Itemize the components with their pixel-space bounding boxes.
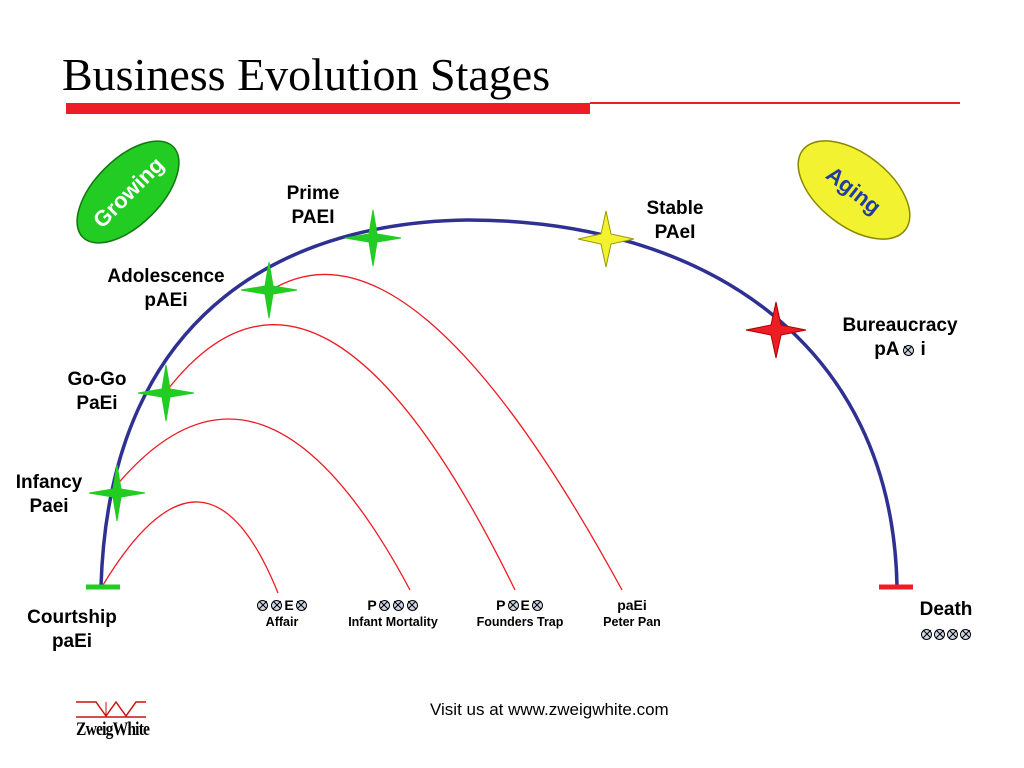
stage-bureaucracy-label: Bureaucracy pA i (827, 314, 973, 362)
stage-gogo-name: Go-Go (67, 369, 127, 390)
crossed-circle-icon (934, 628, 945, 640)
crossed-circle-icon (507, 599, 519, 611)
founders-trap-code-p: P (496, 597, 506, 613)
stage-prime-code: PAEI (291, 207, 335, 228)
stage-infancy-code: Paei (29, 496, 69, 517)
bureaucracy-star-icon (745, 301, 807, 359)
aging-badge: Aging (797, 140, 911, 240)
stage-prime-name: Prime (286, 183, 340, 204)
stage-bureaucracy-name: Bureaucracy (842, 315, 958, 336)
stage-adolescence-name: Adolescence (107, 266, 225, 287)
affair-curve (102, 501, 279, 594)
infant-mortality-name: Infant Mortality (348, 615, 438, 629)
crossed-circle-icon (271, 599, 283, 611)
infant-mortality-curve (115, 418, 411, 591)
stage-stable-label: Stable PAeI (632, 197, 718, 245)
bureaucracy-code-suffix: i (920, 339, 926, 360)
stable-star-icon (577, 210, 635, 268)
stage-infancy-name: Infancy (15, 472, 83, 493)
stage-prime-label: Prime PAEI (270, 182, 356, 230)
peter-pan-curve (267, 273, 623, 591)
founders-trap-curve (164, 324, 516, 591)
crossed-circle-icon (295, 599, 307, 611)
stage-courtship-name: Courtship (27, 607, 117, 628)
adolescence-star-icon (240, 261, 298, 319)
infancy-star-icon (88, 464, 146, 522)
trap-affair-label: E Affair (222, 596, 342, 630)
lifecycle-arc (99, 218, 899, 587)
crossed-circle-icon (902, 344, 914, 356)
death-code (900, 622, 992, 646)
stage-bureaucracy-code: pA i (827, 338, 973, 362)
stage-gogo-label: Go-Go PaEi (52, 368, 142, 416)
growing-badge: Growing (76, 140, 180, 244)
crossed-circle-icon (921, 628, 932, 640)
gogo-star-icon (137, 364, 195, 422)
founders-trap-name: Founders Trap (476, 615, 564, 629)
title-underline-thin (590, 102, 960, 104)
affair-name: Affair (265, 615, 299, 629)
founders-trap-code-e: E (520, 597, 530, 613)
zweigwhite-logo-text: ZweigWhite (76, 719, 150, 740)
crossed-circle-icon (531, 599, 543, 611)
stage-adolescence-code: pAEi (144, 290, 188, 311)
crossed-circle-icon (947, 628, 958, 640)
infant-mortality-code-letter: P (367, 597, 377, 613)
prime-star-icon (344, 209, 402, 267)
stage-courtship-label: Courtship paEi (12, 606, 132, 654)
title-underline-thick (66, 103, 590, 114)
stage-infancy-label: Infancy Paei (4, 471, 94, 519)
stage-death-name: Death (919, 599, 973, 620)
stage-courtship-code: paEi (51, 631, 93, 652)
stage-stable-name: Stable (646, 198, 704, 219)
peter-pan-code: paEi (617, 597, 647, 613)
crossed-circle-icon (392, 599, 404, 611)
infant-mortality-code: P (334, 596, 452, 614)
crossed-circle-icon (257, 599, 269, 611)
page-title: Business Evolution Stages (62, 49, 551, 100)
bureaucracy-code-prefix: pA (874, 339, 900, 360)
stage-death-label: Death (900, 598, 992, 646)
affair-code-letter: E (284, 597, 294, 613)
stage-stable-code: PAeI (654, 222, 696, 243)
affair-code: E (222, 596, 342, 614)
footer-visit-link[interactable]: Visit us at www.zweigwhite.com (430, 700, 669, 719)
crossed-circle-icon (960, 628, 971, 640)
peter-pan-name: Peter Pan (603, 615, 661, 629)
crossed-circle-icon (378, 599, 390, 611)
trap-peter-pan-label: paEi Peter Pan (582, 596, 682, 630)
stage-adolescence-label: Adolescence pAEi (92, 265, 240, 313)
crossed-circle-icon (406, 599, 418, 611)
zweigwhite-logo (76, 700, 146, 718)
trap-infant-mortality-label: P Infant Mortality (334, 596, 452, 630)
stage-gogo-code: PaEi (76, 393, 118, 414)
